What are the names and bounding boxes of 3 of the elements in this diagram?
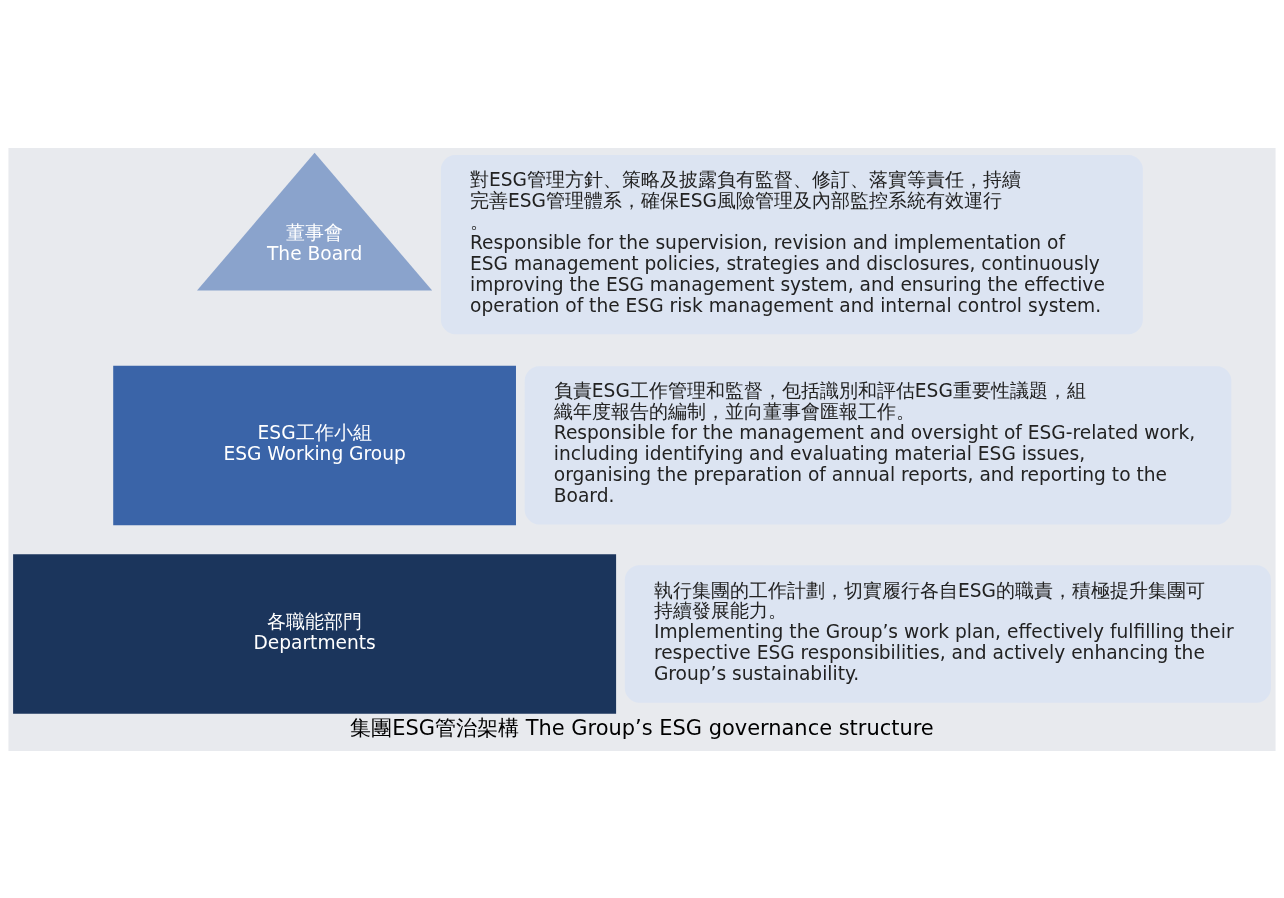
node-box: 各職能部門 Departments — [13, 553, 617, 714]
caption: 集團ESG管治架構 The Group’s ESG governance structure — [350, 715, 934, 740]
node-box: ESG工作小組 ESG Working Group — [113, 365, 516, 525]
